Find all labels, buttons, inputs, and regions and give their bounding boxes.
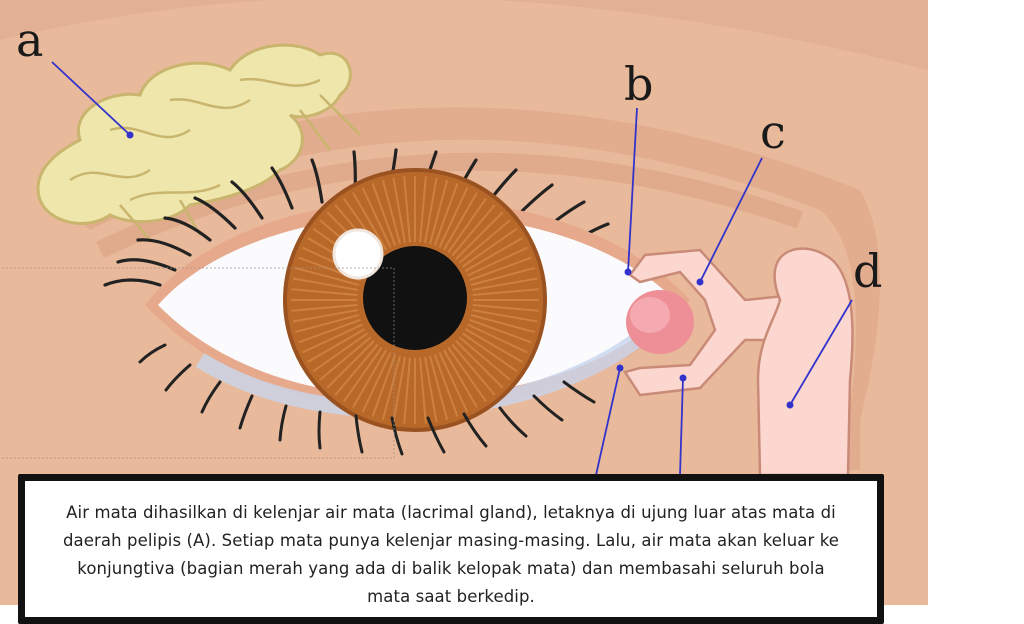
iris-ray	[461, 228, 518, 268]
iris-ray	[312, 332, 369, 372]
iris-ray	[471, 309, 538, 323]
iris-ray	[447, 197, 487, 254]
iris-ray	[429, 355, 449, 421]
iris-ray	[371, 183, 397, 246]
iris-ray	[403, 176, 411, 243]
iris-ray	[461, 332, 518, 372]
iris-ray	[433, 183, 459, 246]
iris-ray	[352, 349, 387, 408]
label-a: a	[16, 13, 43, 67]
iris-ray	[371, 354, 397, 417]
iris-ray	[455, 211, 504, 260]
iris-ray	[298, 318, 361, 344]
pointer-lines	[51, 61, 853, 476]
pupil	[363, 246, 467, 350]
iris-ray	[464, 237, 523, 272]
eye-highlight	[332, 228, 384, 280]
iris-ray	[443, 192, 478, 251]
iris-ray	[433, 354, 459, 417]
pointer-c-upper	[699, 157, 763, 283]
iris-ray	[302, 323, 363, 354]
iris-ray	[438, 352, 469, 413]
white-margin	[928, 0, 1024, 605]
iris-ray	[469, 318, 532, 344]
iris-ray	[381, 179, 401, 245]
iris-ray	[343, 346, 383, 403]
pointer-b-lower	[595, 367, 621, 476]
iris-ray	[392, 177, 406, 244]
iris-ray	[424, 356, 438, 423]
brow-shade	[0, 0, 928, 70]
iris-ray	[451, 204, 496, 257]
iris-ray	[334, 343, 379, 396]
iris-ray	[447, 346, 487, 403]
iris-ray	[419, 176, 427, 243]
iris-ray	[352, 192, 387, 251]
iris-ray	[438, 187, 469, 248]
iris-ray	[472, 304, 539, 312]
pointer-d	[789, 299, 853, 406]
caption-box: Air mata dihasilkan di kelenjar air mata…	[18, 474, 884, 624]
iris-ray	[458, 219, 511, 264]
iris-ray	[469, 256, 532, 282]
iris-ray	[292, 309, 359, 323]
pointer-c-lower	[679, 377, 684, 476]
diagram-canvas: a b c d	[0, 0, 1024, 605]
selection-frame	[0, 267, 395, 459]
iris-ray	[470, 266, 536, 286]
iris-ray	[361, 187, 392, 248]
iris-ray	[451, 343, 496, 396]
iris-ray	[392, 356, 406, 423]
iris-ray	[291, 304, 358, 312]
iris-ray	[361, 352, 392, 413]
iris-ray	[443, 349, 478, 408]
iris-ray	[403, 357, 411, 424]
lacrimal-sac-duct	[756, 247, 854, 477]
iris-ray	[326, 340, 375, 389]
iris-ray	[307, 328, 366, 363]
gland-lobule-lines	[69, 77, 321, 202]
iris-ray	[472, 288, 539, 296]
iris-ray	[470, 314, 536, 334]
caption-text: Air mata dihasilkan di kelenjar air mata…	[62, 503, 840, 606]
iris-ray	[381, 355, 401, 421]
tear-duct-system	[623, 247, 854, 477]
label-c: c	[760, 105, 786, 159]
iris-ray	[429, 179, 449, 245]
iris-ray	[458, 336, 511, 381]
iris-ray	[419, 357, 427, 424]
eyelid-crease	[96, 152, 803, 259]
iris-ray	[467, 246, 528, 277]
pointer-b	[627, 107, 638, 273]
label-b: b	[624, 57, 653, 111]
iris-ray	[294, 314, 360, 334]
iris-ray	[467, 323, 528, 354]
iris-ray	[292, 277, 359, 291]
iris-ray	[464, 328, 523, 363]
iris-ray	[471, 277, 538, 291]
caruncle-highlight	[630, 297, 670, 333]
label-d: d	[853, 244, 882, 298]
iris-ray	[319, 336, 372, 381]
iris-ray	[424, 177, 438, 244]
iris-ray	[291, 288, 358, 296]
canaliculi	[623, 248, 802, 397]
gland-ducts	[119, 94, 361, 241]
pointer-dots	[126, 131, 794, 409]
lower-eyelashes	[138, 343, 596, 456]
pointer-a	[51, 61, 131, 136]
iris-ray	[455, 340, 504, 389]
iris-ray	[294, 266, 360, 286]
